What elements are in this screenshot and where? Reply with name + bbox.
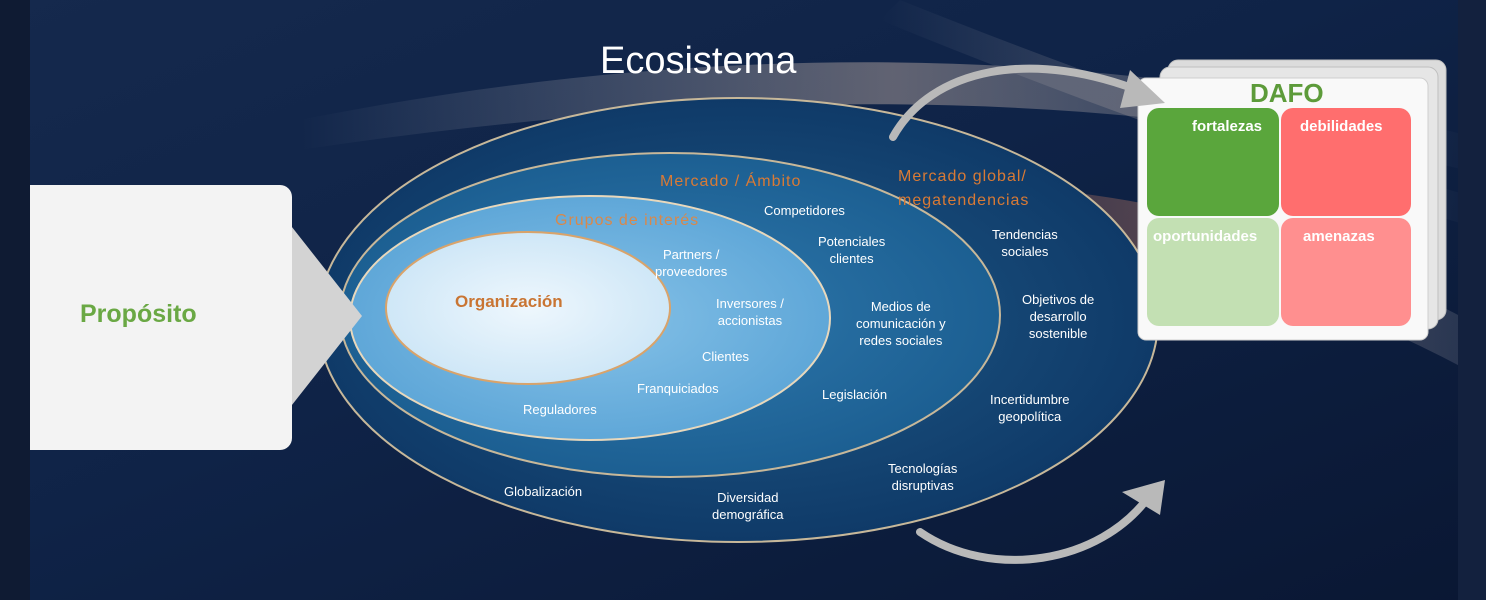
purpose-label: Propósito — [80, 300, 197, 328]
franchisees-label: Franquiciados — [637, 381, 719, 396]
dafo-opportunities-label: oportunidades — [1153, 228, 1258, 245]
sdg-line2: desarrollo — [1029, 309, 1087, 324]
competitors-label: Competidores — [764, 203, 845, 218]
media-label: Medios de comunicación y redes sociales — [856, 298, 946, 349]
regulators-label: Reguladores — [523, 402, 597, 417]
sdg-line1: Objetivos de — [1022, 292, 1095, 307]
organization-ellipse — [385, 231, 671, 385]
dafo-weaknesses — [1281, 108, 1411, 216]
arrow-to-dafo-head — [1120, 70, 1165, 108]
arrow-to-dafo — [889, 64, 1154, 141]
investors-line2: accionistas — [717, 313, 783, 328]
investors-line1: Inversores / — [716, 296, 784, 311]
social-line2: sociales — [1001, 244, 1049, 259]
dafo-threats — [1281, 218, 1411, 326]
partners-line1: Partners / — [662, 247, 720, 262]
social-line1: Tendencias — [992, 227, 1058, 242]
dafo-opportunities — [1147, 218, 1279, 326]
clients-label: Clientes — [702, 349, 749, 364]
global-market-label-line1: Mercado global/ — [898, 168, 1027, 185]
globalization-label: Globalización — [504, 484, 583, 499]
diversity-line1: Diversidad — [717, 490, 779, 505]
diagram-title: Ecosistema — [600, 40, 797, 82]
social-trends-label: Tendencias sociales — [992, 226, 1058, 260]
arrow-from-dafo — [916, 491, 1154, 564]
tech-line2: disruptivas — [891, 478, 954, 493]
dafo-title: DAFO — [1250, 78, 1324, 108]
tech-line1: Tecnologías — [888, 461, 958, 476]
purpose-box — [30, 185, 292, 450]
market-label: Mercado / Ámbito — [660, 173, 802, 190]
dafo-weaknesses-label: debilidades — [1300, 118, 1383, 135]
diversity-line2: demográfica — [712, 507, 784, 522]
organization-label: Organización — [455, 292, 563, 311]
potential-line1: Potenciales — [818, 234, 886, 249]
sdg-line3: sostenible — [1028, 326, 1088, 341]
purpose-pointer — [288, 222, 362, 410]
diversity-label: Diversidad demográfica — [712, 489, 784, 523]
tech-label: Tecnologías disruptivas — [888, 460, 957, 494]
arrow-from-dafo-head — [1122, 480, 1165, 515]
legislation-label: Legislación — [822, 387, 888, 402]
media-line1: Medios de — [870, 299, 931, 314]
media-line3: redes sociales — [859, 333, 943, 348]
geopolitics-label: Incertidumbre geopolítica — [990, 391, 1069, 425]
potential-clients-label: Potenciales clientes — [818, 233, 885, 267]
dafo-strengths — [1147, 108, 1279, 216]
global-market-label: Mercado global/ megatendencias — [898, 165, 1029, 213]
media-line2: comunicación y — [856, 316, 946, 331]
potential-line2: clientes — [829, 251, 874, 266]
geopolitics-line2: geopolítica — [998, 409, 1062, 424]
dafo-threats-label: amenazas — [1303, 228, 1375, 245]
partners-line2: proveedores — [655, 264, 728, 279]
stakeholders-label: Grupos de interés — [555, 212, 700, 229]
dafo-strengths-label: fortalezas — [1192, 118, 1263, 135]
investors-label: Inversores / accionistas — [716, 295, 784, 329]
geopolitics-line1: Incertidumbre — [990, 392, 1070, 407]
sdg-label: Objetivos de desarrollo sostenible — [1022, 291, 1094, 342]
global-market-label-line2: megatendencias — [898, 192, 1030, 209]
partners-label: Partners / proveedores — [655, 246, 727, 280]
